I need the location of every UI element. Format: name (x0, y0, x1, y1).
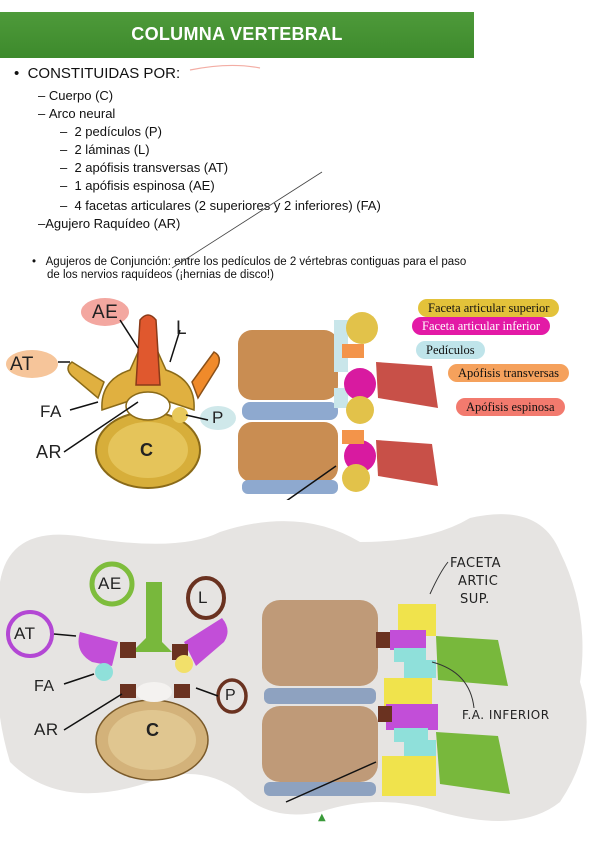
legend-pediculos: Pedículos (416, 341, 485, 359)
outline-item-text: Cuerpo (C) (48, 88, 114, 103)
legend-apofisis-espinosa: Apófisis espinosa (456, 398, 565, 416)
outline-item-text: 2 apófisis transversas (AT) (74, 160, 229, 175)
label-at: AT (10, 354, 34, 375)
annotated-photo (0, 514, 587, 821)
outline-item-text: 1 apófisis espinosa (AE) (74, 178, 215, 193)
label-c: C (146, 720, 160, 740)
label-ae: AE (98, 574, 122, 593)
legend-faceta-inferior: Faceta articular inferior (412, 317, 550, 335)
label-ar: AR (36, 442, 63, 462)
label-ar: AR (34, 720, 59, 739)
note-line: Agujeros de Conjunción: entre los pedícu… (45, 256, 467, 268)
outline-heading-text: CONSTITUIDAS POR: (27, 65, 181, 82)
outline-heading: • CONSTITUIDAS POR: (14, 65, 181, 82)
label-p: P (225, 687, 237, 704)
handwritten-artic: ARTIC (458, 574, 499, 589)
outline-subitem: – 2 apófisis transversas (AT) (60, 160, 229, 175)
outline-item-text: 2 láminas (L) (74, 142, 150, 157)
vertebra-top-view (67, 314, 221, 489)
small-triangle-icon: ▲ (318, 812, 327, 823)
label-at: AT (14, 624, 36, 643)
outline-subitem: – 4 facetas articulares (2 superiores y … (60, 198, 381, 213)
vertebra-side-view (238, 312, 438, 505)
outline-item-text: Agujero Raquídeo (AR) (45, 216, 181, 231)
note-bullet: • Agujeros de Conjunción: entre los pedí… (32, 256, 467, 268)
outline-item: – Arco neural (38, 106, 116, 121)
handwritten-sup: SUP. (460, 592, 490, 607)
outline-subitem: – 1 apófisis espinosa (AE) (60, 178, 215, 193)
vertebra-figure-bottom: AE L AT FA P AR C FACETA ARTIC SUP. F.A.… (0, 512, 599, 834)
handwritten-fa-inferior: F.A. INFERIOR (462, 708, 550, 722)
page-title: COLUMNA VERTEBRAL (131, 24, 343, 44)
legend-apofisis-transversas: Apófisis transversas (448, 364, 570, 382)
legend-faceta-superior: Faceta articular superior (418, 299, 560, 317)
handwritten-faceta: FACETA (450, 556, 502, 571)
outline-item-text: 2 pedículos (P) (74, 124, 162, 139)
label-fa: FA (34, 678, 55, 695)
pen-stroke (171, 64, 323, 269)
outline-subitem: – 2 pedículos (P) (60, 124, 162, 139)
label-l: L (198, 588, 208, 607)
note-line-2: de los nervios raquídeos (¡hernias de di… (47, 269, 274, 281)
title-banner (0, 12, 474, 58)
vertebra-illustration (6, 298, 438, 505)
outline-item: –Agujero Raquídeo (AR) (38, 216, 181, 231)
outline-subitem: – 2 láminas (L) (60, 142, 150, 157)
label-fa: FA (40, 402, 62, 421)
label-c: C (140, 440, 154, 460)
label-l: L (176, 318, 188, 339)
outline-item: – Cuerpo (C) (38, 88, 114, 103)
vertebra-figure-top: AE L AT FA P AR C Faceta articular super… (0, 290, 599, 505)
label-ae: AE (92, 302, 119, 323)
outline-item-text: Arco neural (48, 106, 116, 121)
outline-item-text: 4 facetas articulares (2 superiores y 2 … (74, 198, 381, 213)
label-p: P (212, 408, 224, 427)
